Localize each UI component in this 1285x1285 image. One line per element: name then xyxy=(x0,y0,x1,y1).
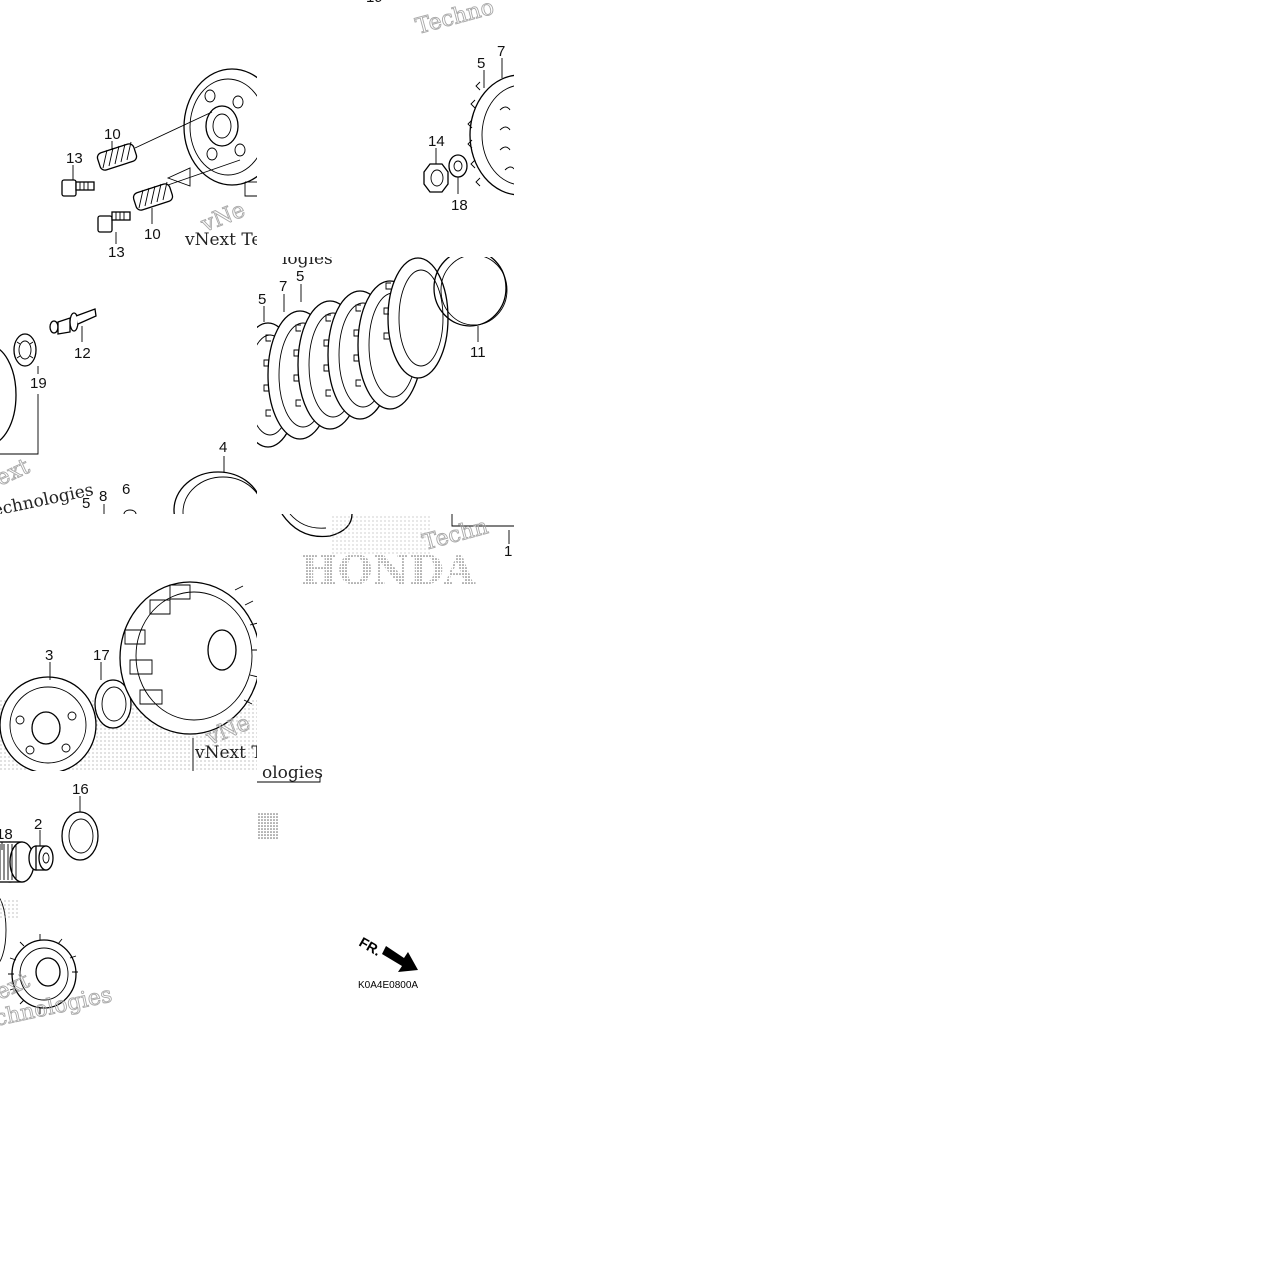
drawing-code: K0A4E0800A xyxy=(358,980,418,991)
callout-7: 7 xyxy=(497,43,505,60)
lock-nut-tile: Techno 19 14 18 5 7 xyxy=(366,0,514,214)
pressure-plate-tile: 13 10 10 13 vNext Tec vNe xyxy=(61,68,271,261)
watermark-text: vNext Tec xyxy=(194,743,281,763)
front-label: FR. xyxy=(357,934,385,959)
callout-10: 10 xyxy=(144,226,161,243)
callout-8: 8 xyxy=(99,488,107,505)
bolt-lower xyxy=(97,211,131,233)
lock-nut xyxy=(423,163,449,193)
arrow-icon xyxy=(382,946,418,972)
callout-7: 7 xyxy=(279,278,287,295)
callout-17: 18 xyxy=(451,197,468,214)
callout-16: 17 xyxy=(93,647,110,664)
callout-5: 5 xyxy=(258,291,266,308)
watermark-text: echnologies xyxy=(0,480,95,521)
fragment-tile: ologies xyxy=(257,763,323,840)
pressure-plate xyxy=(183,68,257,186)
clutch-center-tile: 3 17 vNext Tec vNe xyxy=(0,581,281,771)
callout-5: 5 xyxy=(296,268,304,285)
watermark-text: vNext Tec xyxy=(184,230,271,250)
lifter-rod xyxy=(49,308,97,335)
thrust-washer xyxy=(94,679,132,729)
callout-1: 1 xyxy=(504,543,512,560)
callout-5: 5 xyxy=(477,55,485,72)
collar xyxy=(28,845,54,871)
callout-13: 13 xyxy=(108,244,125,261)
callout-15: 16 xyxy=(72,781,89,798)
spring-lower xyxy=(132,181,174,211)
clutch-disc-edge xyxy=(467,74,514,196)
thrust-washer-15 xyxy=(61,811,99,861)
callout-18: 18 xyxy=(0,826,13,843)
callout-6: 6 xyxy=(122,481,130,498)
honda-brand-text: HONDA xyxy=(300,547,476,594)
washer xyxy=(448,154,468,178)
clutch-disc-stack xyxy=(257,257,449,448)
clutch-plates-tile: logies xyxy=(257,249,508,448)
watermark-text: logies xyxy=(282,249,333,269)
callout-5: 5 xyxy=(82,495,90,512)
front-direction-indicator: FR. xyxy=(357,934,418,972)
callout-2: 2 xyxy=(34,816,42,833)
clutch-center xyxy=(0,676,97,771)
lifter-tile: 12 19 4 6 8 5 ext echnologies xyxy=(0,308,257,521)
primary-gear-tile: 18 2 16 ext chnologies xyxy=(0,781,115,1028)
brand-tile: 1 HONDA Techn xyxy=(281,514,514,594)
judder-spring-ring xyxy=(433,257,508,327)
callout-13: 13 xyxy=(66,150,83,167)
snap-ring xyxy=(173,471,257,514)
callout-12: 12 xyxy=(74,345,91,362)
bolt-upper xyxy=(61,179,95,197)
watermark-text: ologies xyxy=(262,763,323,783)
callout-14: 14 xyxy=(428,133,445,150)
primary-drive-gear xyxy=(8,934,78,1014)
clutch-outer xyxy=(119,581,257,735)
watermark-text: Techno xyxy=(413,0,497,40)
callout-10: 10 xyxy=(104,126,121,143)
callout-19: 19 xyxy=(30,375,47,392)
svg-text:19: 19 xyxy=(366,0,383,6)
callout-4: 4 xyxy=(219,439,227,456)
callout-11: 11 xyxy=(470,344,486,361)
bearing xyxy=(13,333,37,367)
spring-upper xyxy=(96,141,138,171)
callout-3: 3 xyxy=(45,647,53,664)
watermark-text: ext xyxy=(0,454,34,491)
